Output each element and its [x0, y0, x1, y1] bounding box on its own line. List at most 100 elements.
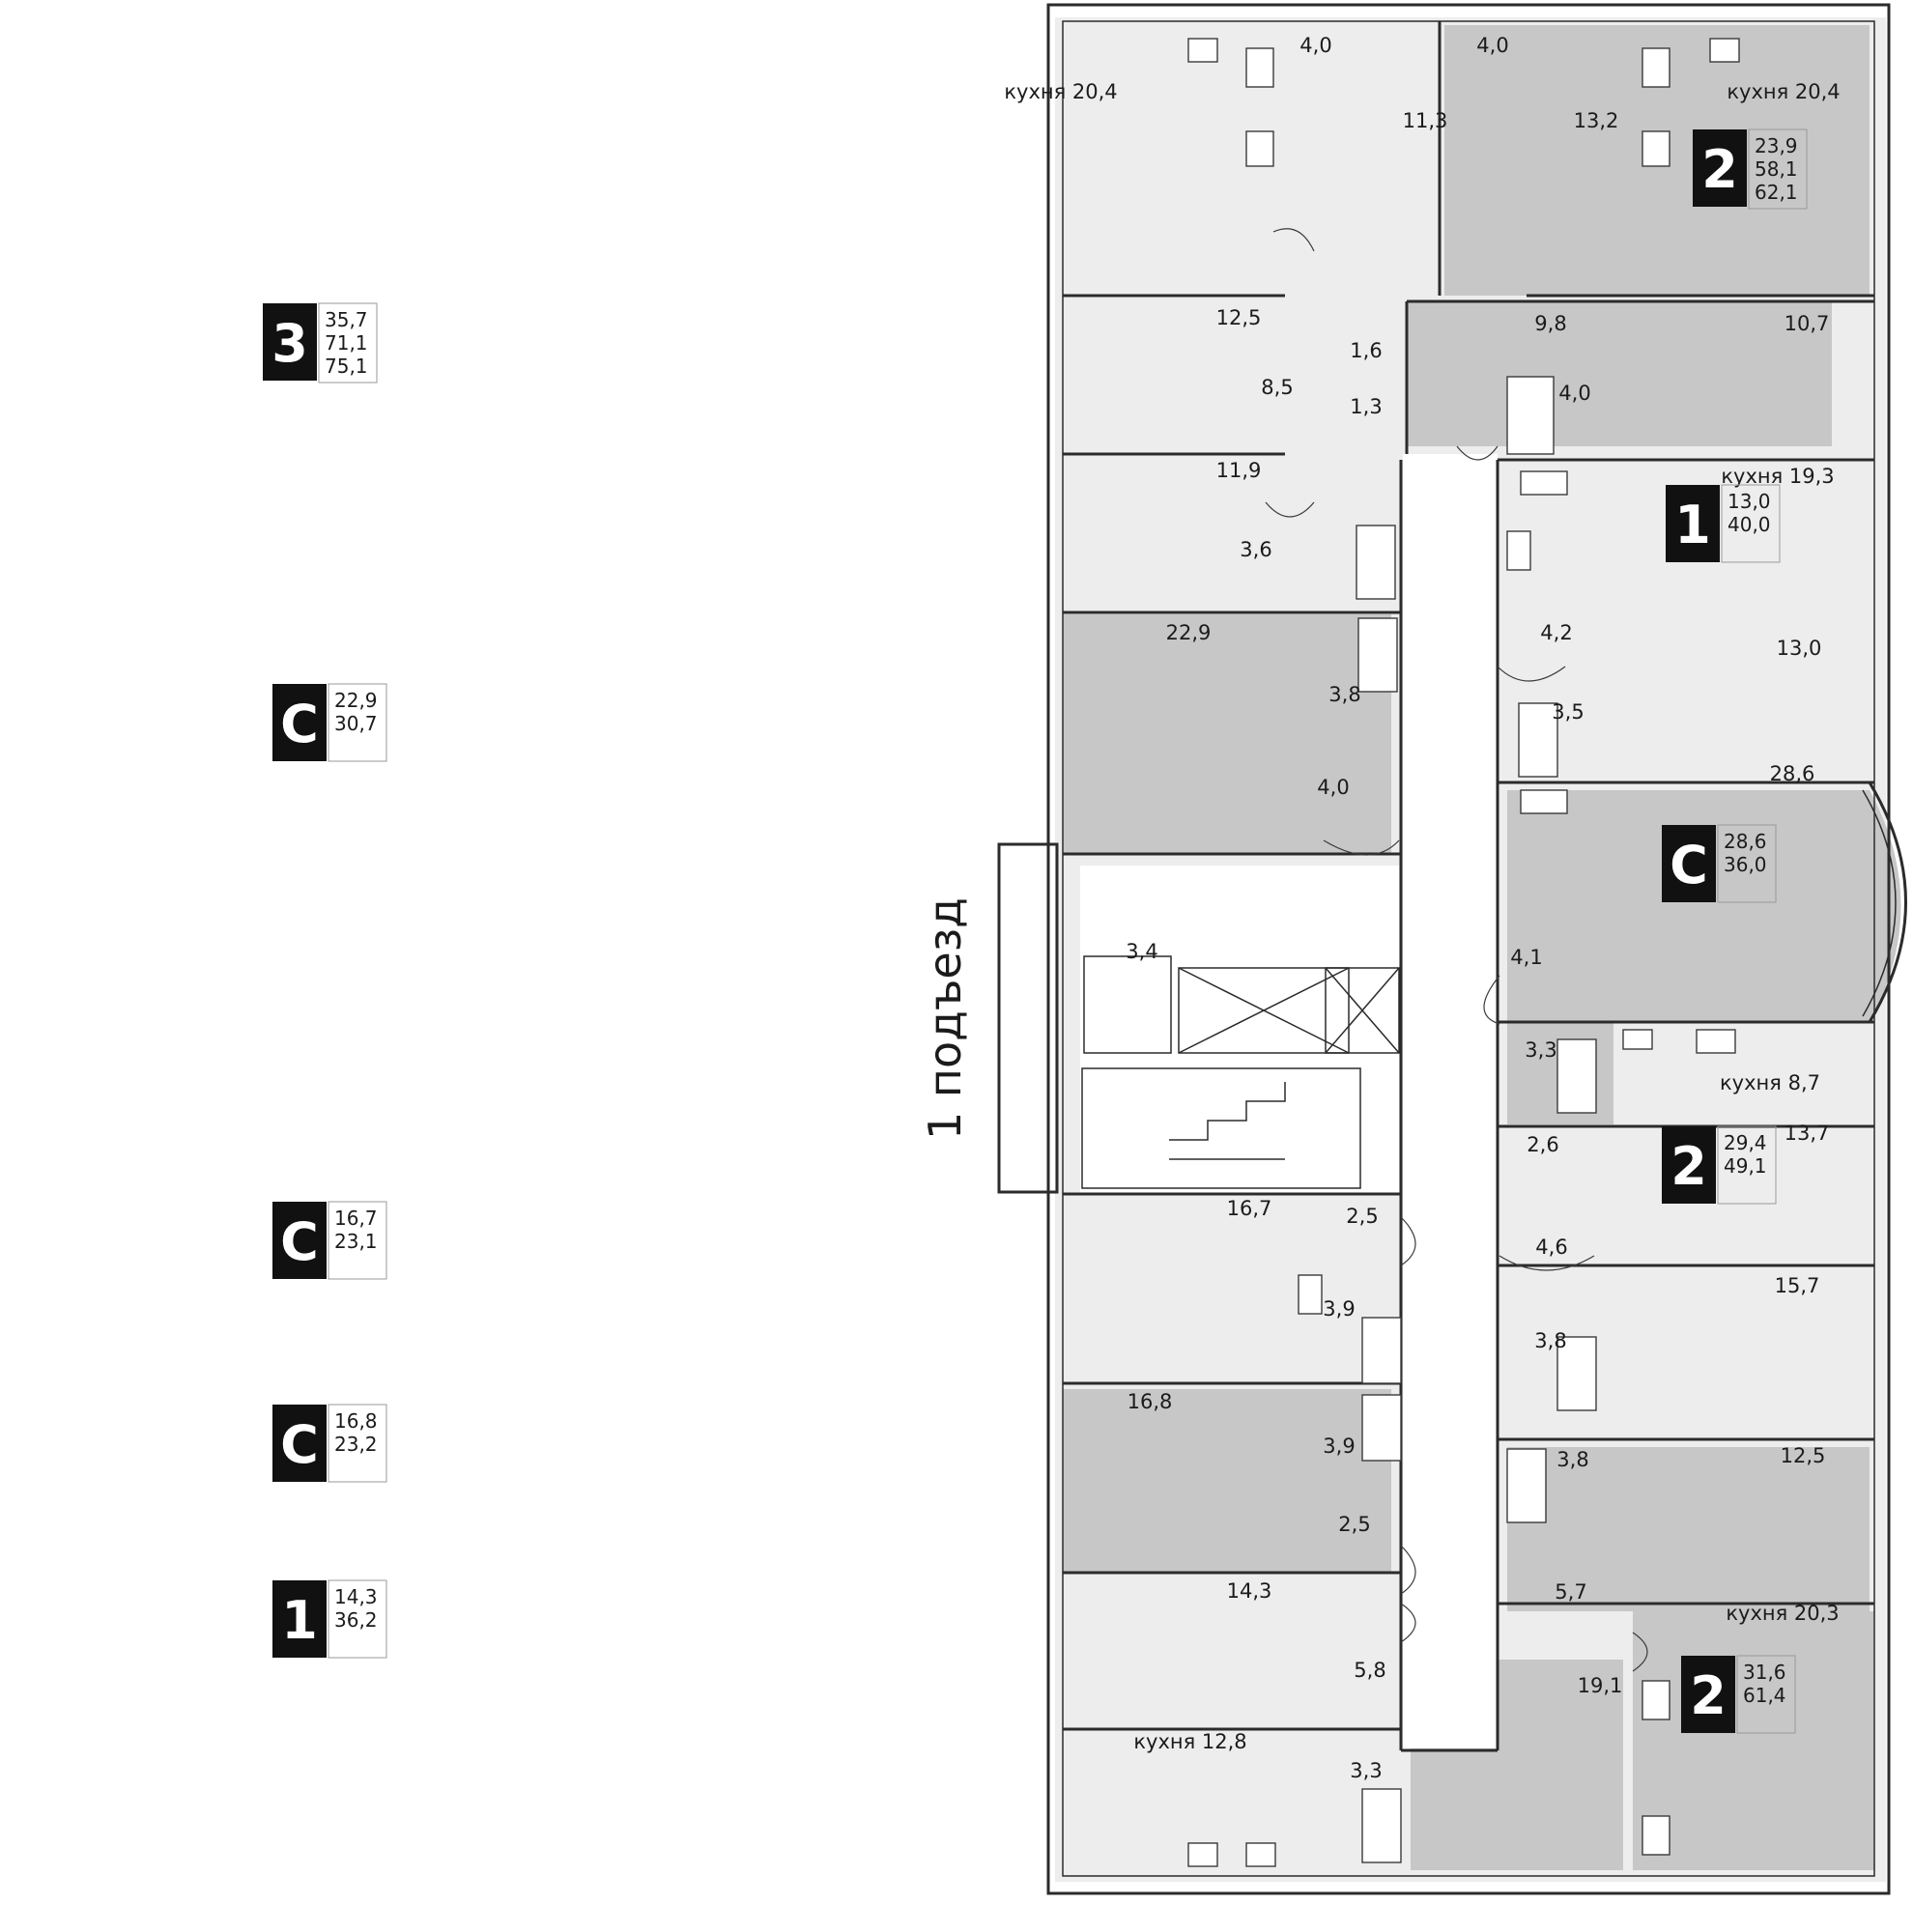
- room-area-label: 3,8: [1328, 683, 1360, 706]
- room-area-label: 4,0: [1476, 34, 1508, 57]
- area-value: 40,0: [1727, 513, 1771, 536]
- area-value: 71,1: [325, 331, 368, 355]
- room-area-label: 15,7: [1775, 1274, 1820, 1297]
- room-fills: [1055, 17, 1901, 1882]
- doors: [1265, 228, 1648, 1672]
- room-count-box: [1681, 1656, 1735, 1733]
- area-info-frame: [1717, 824, 1777, 903]
- room-area-label: 16,8: [1128, 1390, 1173, 1413]
- fixtures: [1187, 38, 1740, 1867]
- room-area-label: 13,7: [1785, 1122, 1830, 1145]
- room-count-box: [272, 1580, 327, 1658]
- room-count-box: [272, 1202, 327, 1279]
- room-count: C: [280, 694, 319, 754]
- room-area-label: 9,8: [1534, 312, 1566, 335]
- room-area-label: 3,6: [1240, 538, 1271, 561]
- area-info-frame: [328, 1201, 387, 1280]
- room-area-label: 2,5: [1346, 1205, 1378, 1228]
- area-value: 28,6: [1724, 830, 1767, 853]
- room-area-label: 3,4: [1126, 940, 1157, 963]
- room-count: 3: [271, 313, 308, 374]
- area-info-frame: [1736, 1655, 1796, 1734]
- area-info-frame: [328, 1579, 387, 1659]
- room-count-box: [1662, 825, 1716, 902]
- room-area-label: кухня 20,3: [1726, 1602, 1839, 1625]
- area-value: 22,9: [334, 689, 378, 712]
- room-area-label: 4,0: [1299, 34, 1331, 57]
- room-count-box: [272, 1405, 327, 1482]
- area-value: 61,4: [1743, 1684, 1786, 1707]
- walls: [997, 3, 1907, 1895]
- room-area-label: 3,8: [1556, 1448, 1588, 1471]
- room-area-label: 2,6: [1527, 1133, 1558, 1156]
- area-value: 23,2: [334, 1433, 378, 1456]
- area-value: 30,7: [334, 712, 378, 735]
- area-value: 14,3: [334, 1585, 378, 1608]
- apartment-badge: C 22,930,7: [272, 683, 387, 762]
- room-count: 1: [281, 1590, 318, 1651]
- area-info-frame: [328, 1404, 387, 1483]
- area-info-frame: [318, 302, 378, 384]
- room-count-box: [1662, 1126, 1716, 1204]
- room-area-label: 5,7: [1555, 1580, 1586, 1604]
- room-count: 1: [1674, 495, 1711, 555]
- room-area-label: кухня 20,4: [1727, 80, 1840, 103]
- room-count: C: [280, 1414, 319, 1475]
- room-area-label: кухня 12,8: [1133, 1730, 1246, 1753]
- room-area-label: 11,3: [1403, 109, 1448, 132]
- room-area-label: 12,5: [1781, 1444, 1826, 1467]
- room-area-label: 3,8: [1534, 1329, 1566, 1352]
- apartment-badge: 2 31,661,4: [1681, 1655, 1796, 1734]
- area-value: 23,9: [1755, 134, 1798, 157]
- room-area-label: 11,9: [1216, 459, 1262, 482]
- area-value: 49,1: [1724, 1154, 1767, 1178]
- area-info-frame: [328, 683, 387, 762]
- room-area-label: 3,5: [1552, 700, 1584, 724]
- room-area-label: 3,3: [1350, 1759, 1382, 1782]
- room-count-box: [272, 684, 327, 761]
- room-count: 2: [1670, 1136, 1707, 1197]
- room-count: C: [1670, 835, 1708, 895]
- area-value: 23,1: [334, 1230, 378, 1253]
- room-area-label: 16,7: [1227, 1197, 1272, 1220]
- room-area-label: кухня 8,7: [1720, 1071, 1820, 1094]
- room-area-label: 13,2: [1574, 109, 1619, 132]
- room-area-label: 13,0: [1777, 637, 1822, 660]
- room-area-label: 1,6: [1350, 339, 1382, 362]
- area-info-frame: [1721, 484, 1781, 563]
- room-area-label: 2,5: [1338, 1513, 1370, 1536]
- room-count: 2: [1690, 1665, 1727, 1726]
- room-area-label: 4,0: [1558, 382, 1590, 405]
- room-area-label: 19,1: [1578, 1674, 1623, 1697]
- room-count-box: [1693, 129, 1747, 207]
- room-count: C: [280, 1211, 319, 1272]
- room-area-label: 1,3: [1350, 395, 1382, 418]
- entrance-label: 1 подъезд: [919, 897, 971, 1140]
- room-area-label: 4,1: [1510, 946, 1542, 969]
- room-area-label: 3,9: [1323, 1297, 1355, 1321]
- room-area-label: 28,6: [1770, 762, 1815, 785]
- area-value: 16,7: [334, 1207, 378, 1230]
- room-area-label: 22,9: [1166, 621, 1212, 644]
- area-value: 35,7: [325, 308, 368, 331]
- room-count-box: [1666, 485, 1720, 562]
- apartment-badge: 1 13,040,0: [1666, 484, 1781, 563]
- room-count-box: [263, 303, 317, 381]
- room-area-label: 4,0: [1317, 776, 1349, 799]
- room-area-label: 4,6: [1535, 1236, 1567, 1259]
- room-area-label: 4,2: [1540, 621, 1572, 644]
- room-area-label: кухня 19,3: [1721, 465, 1834, 488]
- area-value: 13,0: [1727, 490, 1771, 513]
- apartment-badge: C 16,723,1: [272, 1201, 387, 1280]
- area-info-frame: [1748, 128, 1808, 210]
- area-value: 31,6: [1743, 1661, 1786, 1684]
- room-area-label: 3,3: [1525, 1038, 1556, 1062]
